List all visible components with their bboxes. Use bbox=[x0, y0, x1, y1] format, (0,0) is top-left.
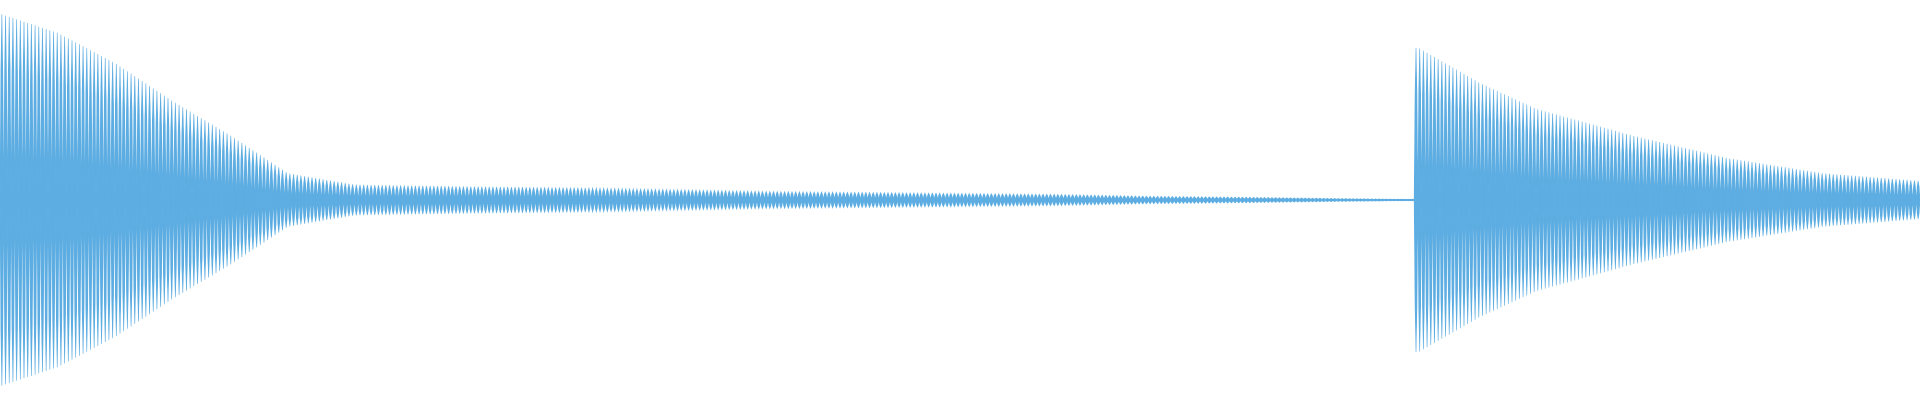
waveform-trace bbox=[0, 14, 1920, 386]
